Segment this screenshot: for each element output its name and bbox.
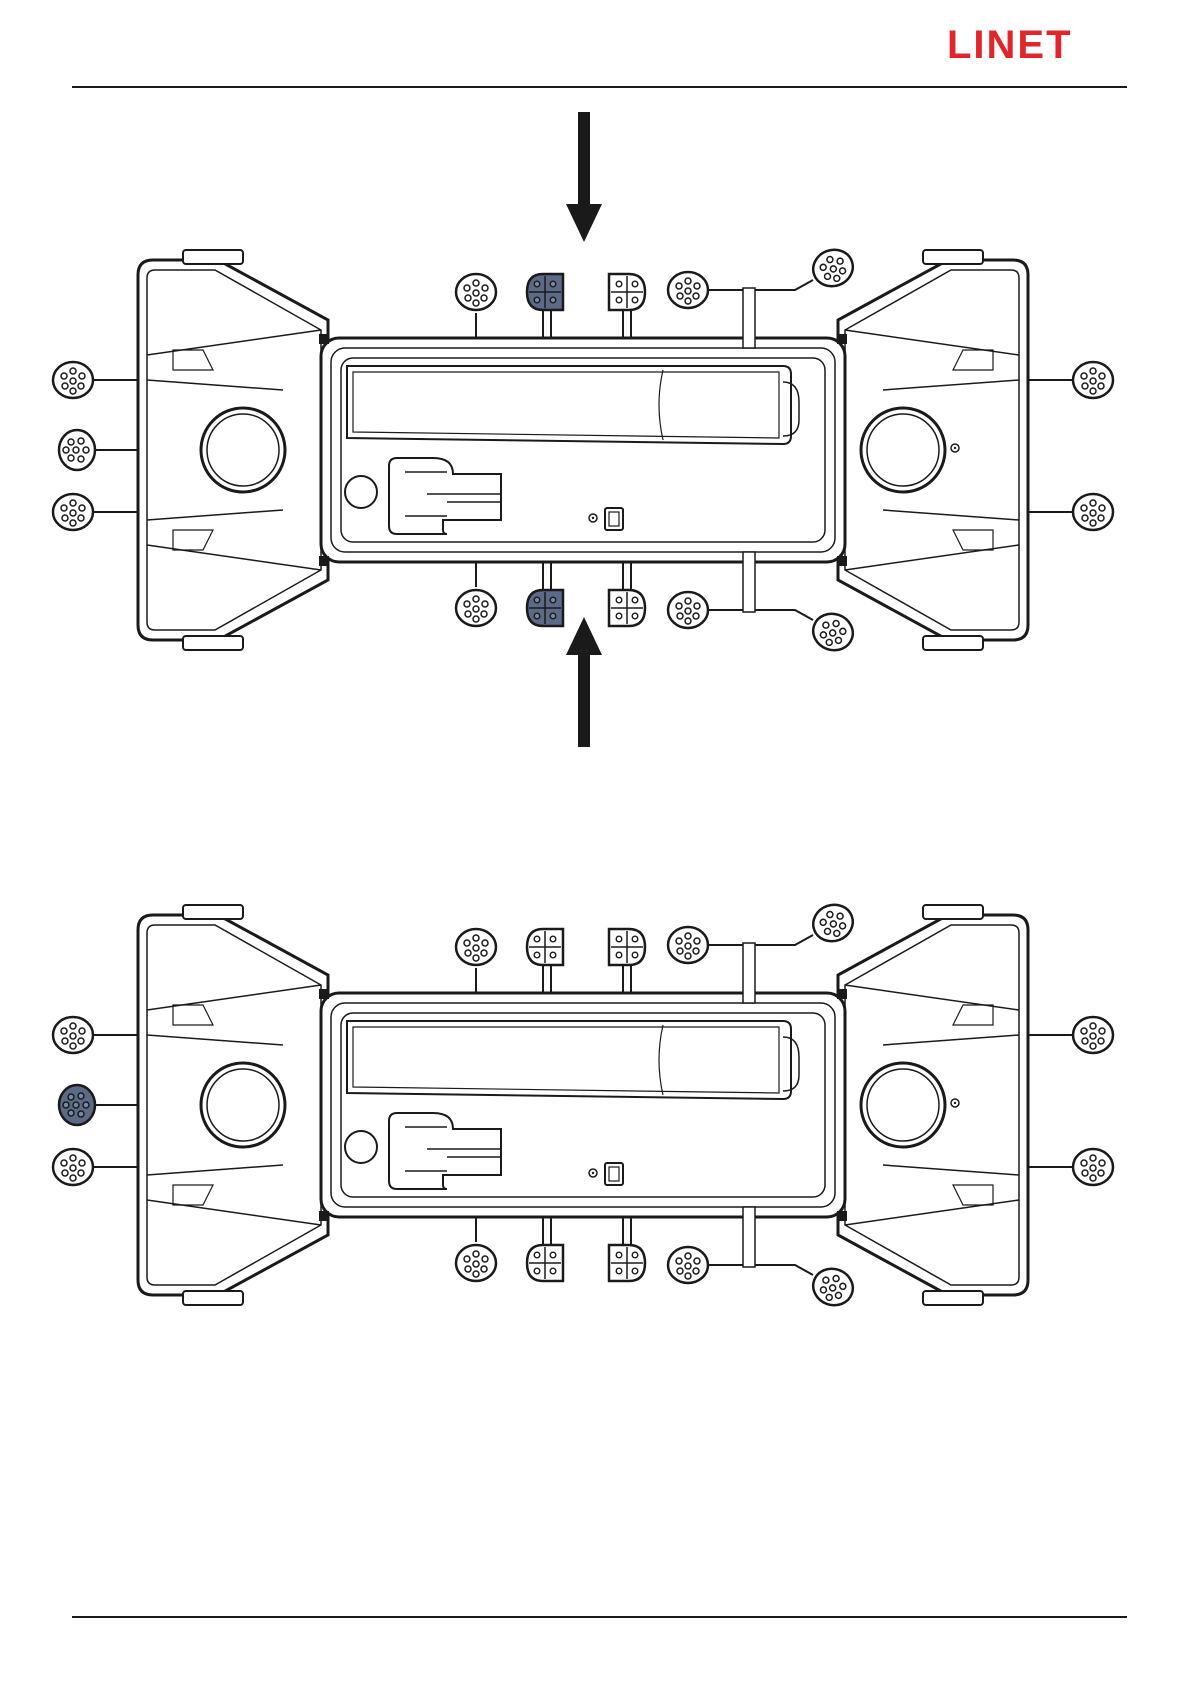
arrow-down-icon <box>566 112 602 242</box>
linet-logo: LINET <box>947 24 1127 69</box>
brand-name: LINET <box>947 24 1073 64</box>
bed-chassis-top-view <box>53 899 1113 1311</box>
bed-figure-2 <box>0 890 1191 1320</box>
arrow-up-icon <box>566 617 602 747</box>
bed-chassis-top-view <box>53 244 1113 656</box>
bed-figure-1 <box>0 100 1191 800</box>
footer-divider <box>72 1616 1127 1618</box>
header-divider <box>72 86 1127 88</box>
